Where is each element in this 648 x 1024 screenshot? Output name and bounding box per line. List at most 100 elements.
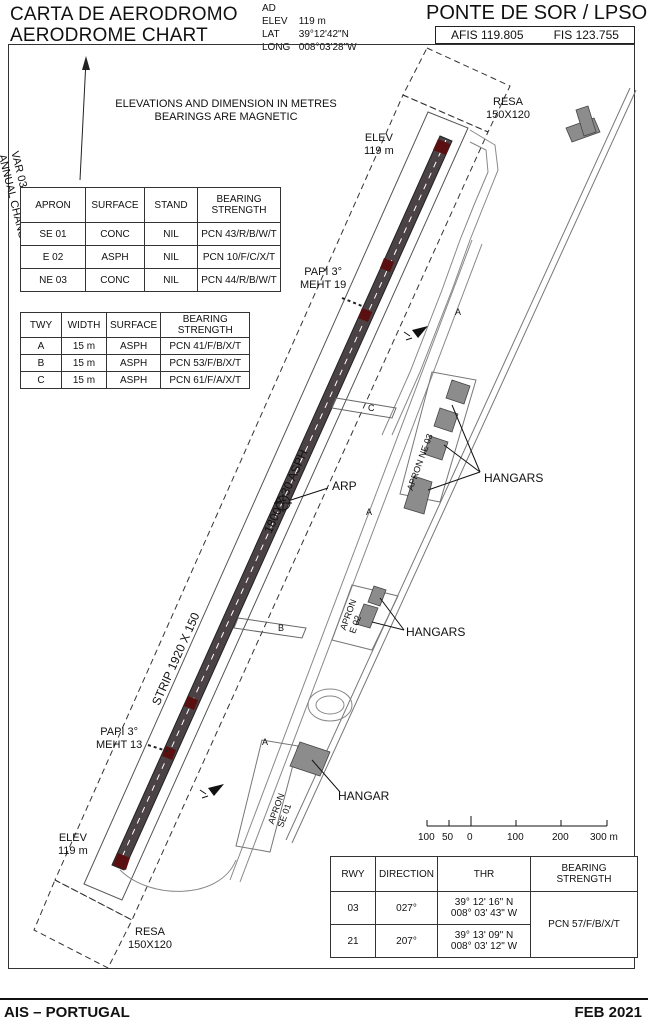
footer-date: FEB 2021 xyxy=(574,1004,642,1021)
papi-bottom-label: PAPI 3° MEHT 13 xyxy=(96,726,142,752)
scale-tick-100-left: 100 xyxy=(418,832,435,843)
aerodrome-map xyxy=(33,47,637,969)
table-row: E 02 ASPH NIL PCN 10/F/C/X/T xyxy=(20,245,281,269)
rwy-header-direction: DIRECTION xyxy=(375,856,438,892)
twy-cell: B xyxy=(20,354,62,372)
rwy-thr-long: 008° 03' 12" W xyxy=(450,941,518,952)
apron-cell: E 02 xyxy=(20,245,86,269)
threshold-marks xyxy=(113,139,450,870)
rwy-header-rwy: RWY xyxy=(330,856,376,892)
apron-cell: NE 03 xyxy=(20,268,86,292)
note-bearings: BEARINGS ARE MAGNETIC xyxy=(154,111,298,123)
table-row: C 15 m ASPH PCN 61/F/A/X/T xyxy=(20,371,251,389)
papi-top-label: PAPI 3° MEHT 19 xyxy=(300,266,346,292)
apron-cell: PCN 43/R/B/W/T xyxy=(197,222,281,246)
access-loop xyxy=(307,688,353,722)
scale-bar xyxy=(426,816,608,827)
taxiway-a-label-2: A xyxy=(366,507,373,517)
apron-cell: PCN 44/R/B/W/T xyxy=(197,268,281,292)
chart-title-pt: CARTA DE AERODROMO xyxy=(10,4,238,25)
taxiway-c xyxy=(331,397,397,419)
twy-cell: 15 m xyxy=(61,337,107,355)
scale-tick-300: 300 m xyxy=(590,832,618,843)
apron-header-bearing: BEARING STRENGTH xyxy=(197,187,281,223)
apron-table: APRON SURFACE STAND BEARING STRENGTH SE … xyxy=(20,187,281,292)
boundary-east xyxy=(285,87,631,841)
apron-cell: CONC xyxy=(85,268,145,292)
table-row: SE 01 CONC NIL PCN 43/R/B/W/T xyxy=(20,222,281,246)
twy-cell: ASPH xyxy=(105,337,162,355)
resa-bottom-dim: 150X120 xyxy=(128,939,173,951)
taxiway-a-label-1: A xyxy=(455,307,462,317)
scale-tick-0: 0 xyxy=(467,832,473,843)
table-row: 03 027° 39° 12' 16" N 008° 03' 43" W PCN… xyxy=(330,891,638,958)
apron-se01-area xyxy=(235,739,299,853)
hangars-e-label: HANGARS xyxy=(406,625,466,639)
scale-tick-100: 100 xyxy=(507,832,524,843)
twy-header-surface: SURFACE xyxy=(105,312,162,338)
apron-header-apron: APRON xyxy=(20,187,86,223)
apron-header-surface: SURFACE xyxy=(85,187,145,223)
twy-cell: PCN 53/F/B/X/T xyxy=(160,354,251,372)
apron-table-header: APRON SURFACE STAND BEARING STRENGTH xyxy=(20,187,281,223)
resa-bottom-title: RESA xyxy=(135,926,165,938)
parallel-taxiway xyxy=(229,239,473,881)
scale-tick-50: 50 xyxy=(442,832,454,843)
twy-cell: A xyxy=(20,337,62,355)
resa-bottom-label: RESA 150X120 xyxy=(128,926,172,952)
table-row: 21 207° 39° 13' 09" N 008° 03' 12" W xyxy=(330,924,638,958)
hangar-callouts xyxy=(311,404,481,793)
chart-frame xyxy=(8,44,635,969)
fis-frequency: FIS 123.755 xyxy=(553,28,619,42)
apron-cell: NIL xyxy=(144,268,198,292)
note-units: ELEVATIONS AND DIMENSION IN METRES xyxy=(115,98,337,110)
twy-cell: ASPH xyxy=(105,371,162,389)
buildings xyxy=(289,105,601,777)
footer-publisher: AIS – PORTUGAL xyxy=(4,1004,130,1021)
twy-header-twy: TWY xyxy=(20,312,62,338)
afis-frequency: AFIS 119.805 xyxy=(451,28,524,42)
rwy-cell-number: 03 xyxy=(330,891,376,925)
twy-header-bearing: BEARING STRENGTH xyxy=(160,312,251,338)
wind-direction-indicator-bottom xyxy=(199,784,224,799)
aerodrome-reference: AD ELEV 119 m LAT 39°12'42"N LONG 008°03… xyxy=(262,2,357,54)
chart-notes: ELEVATIONS AND DIMENSION IN METRES BEARI… xyxy=(96,98,356,124)
elev-bottom-value: 119 m xyxy=(58,845,88,857)
twy-header-width: WIDTH xyxy=(61,312,107,338)
apron-cell: CONC xyxy=(85,222,145,246)
rwy-cell-direction: 027° xyxy=(375,891,438,925)
long-value: 008°03'28"W xyxy=(298,42,357,53)
rwy-header-bearing: BEARING STRENGTH xyxy=(530,856,638,892)
rwy-cell-bearing: PCN 57/F/B/X/T xyxy=(530,891,638,958)
chart-title: CARTA DE AERODROMO AERODROME CHART xyxy=(10,4,238,46)
elev-top-value: 119 m xyxy=(364,145,394,157)
taxiway-a-south-loop xyxy=(119,859,237,892)
hangars-ne-label: HANGARS xyxy=(484,471,544,485)
taxiway-b-label: B xyxy=(278,623,285,633)
twy-cell: PCN 41/F/B/X/T xyxy=(160,337,251,355)
resa-top xyxy=(402,47,511,133)
twy-cell: PCN 61/F/A/X/T xyxy=(160,371,251,389)
twy-cell: 15 m xyxy=(61,354,107,372)
rwy-cell-thr: 39° 13' 09" N 008° 03' 12" W xyxy=(437,924,531,958)
taxiway-a-label-3: A xyxy=(262,737,269,747)
lat-value: 39°12'42"N xyxy=(298,29,349,40)
ad-elev-value: 119 m xyxy=(298,16,326,27)
taxiway-table-header: TWY WIDTH SURFACE BEARING STRENGTH xyxy=(20,312,251,338)
parallel-taxiway-2 xyxy=(239,243,483,883)
taxiway-b xyxy=(233,617,307,639)
resa-top-label: RESA 150X120 xyxy=(486,96,530,122)
apron-cell: SE 01 xyxy=(20,222,86,246)
hangar-se-label: HANGAR xyxy=(338,789,390,803)
twy-cell: 15 m xyxy=(61,371,107,389)
table-row: A 15 m ASPH PCN 41/F/B/X/T xyxy=(20,337,251,355)
rwy-thr-lat: 39° 13' 09" N xyxy=(454,930,514,941)
resa-bottom xyxy=(33,879,133,969)
runway-table-header: RWY DIRECTION THR BEARING STRENGTH xyxy=(330,856,638,892)
apron-cell: PCN 10/F/C/X/T xyxy=(197,245,281,269)
runway-table: RWY DIRECTION THR BEARING STRENGTH 03 02… xyxy=(330,856,638,958)
taxiway-c-label: C xyxy=(368,403,375,413)
elev-bottom-label: ELEV 119 m xyxy=(58,832,88,858)
rwy-cell-number: 21 xyxy=(330,924,376,958)
long-label: LONG xyxy=(262,42,291,53)
